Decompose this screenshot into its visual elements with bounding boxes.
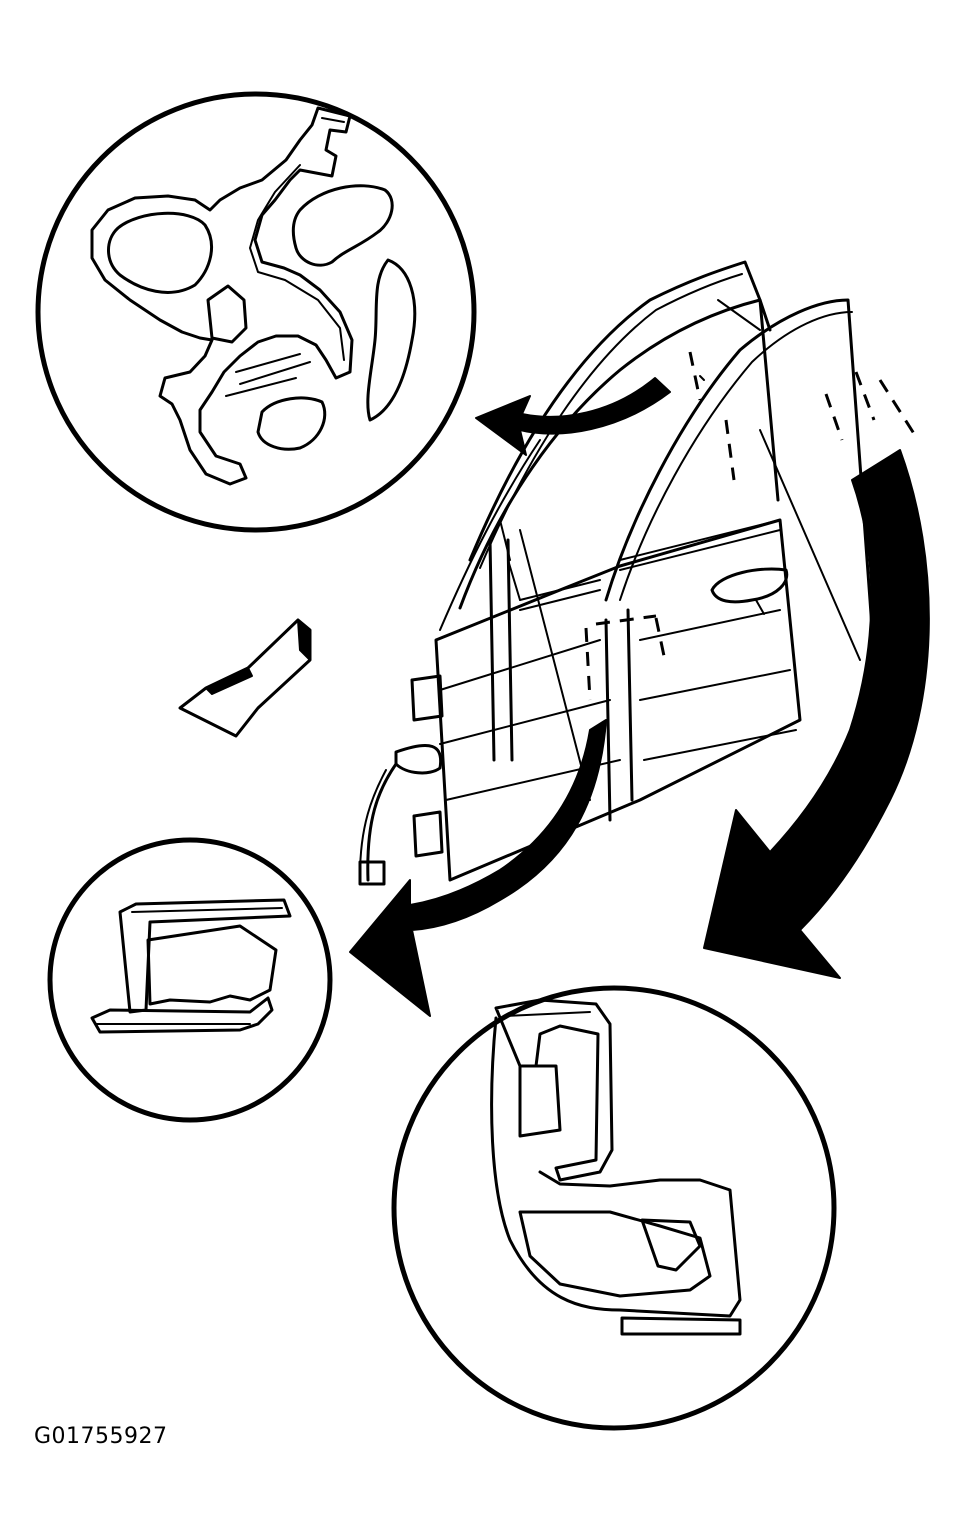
- upper-weatherstrip-section-icon: [35, 91, 477, 533]
- door-assembly-icon: [358, 260, 920, 886]
- lower-weatherstrip-section-icon: [47, 837, 333, 1123]
- rear-weatherstrip-section-icon: [391, 985, 837, 1431]
- front-direction-arrow-icon: [178, 618, 312, 738]
- arrow-to-rear-section-icon: [703, 449, 930, 979]
- figure-id-label: G01755927: [34, 1424, 168, 1449]
- arrow-to-lower-section-icon: [349, 719, 607, 1017]
